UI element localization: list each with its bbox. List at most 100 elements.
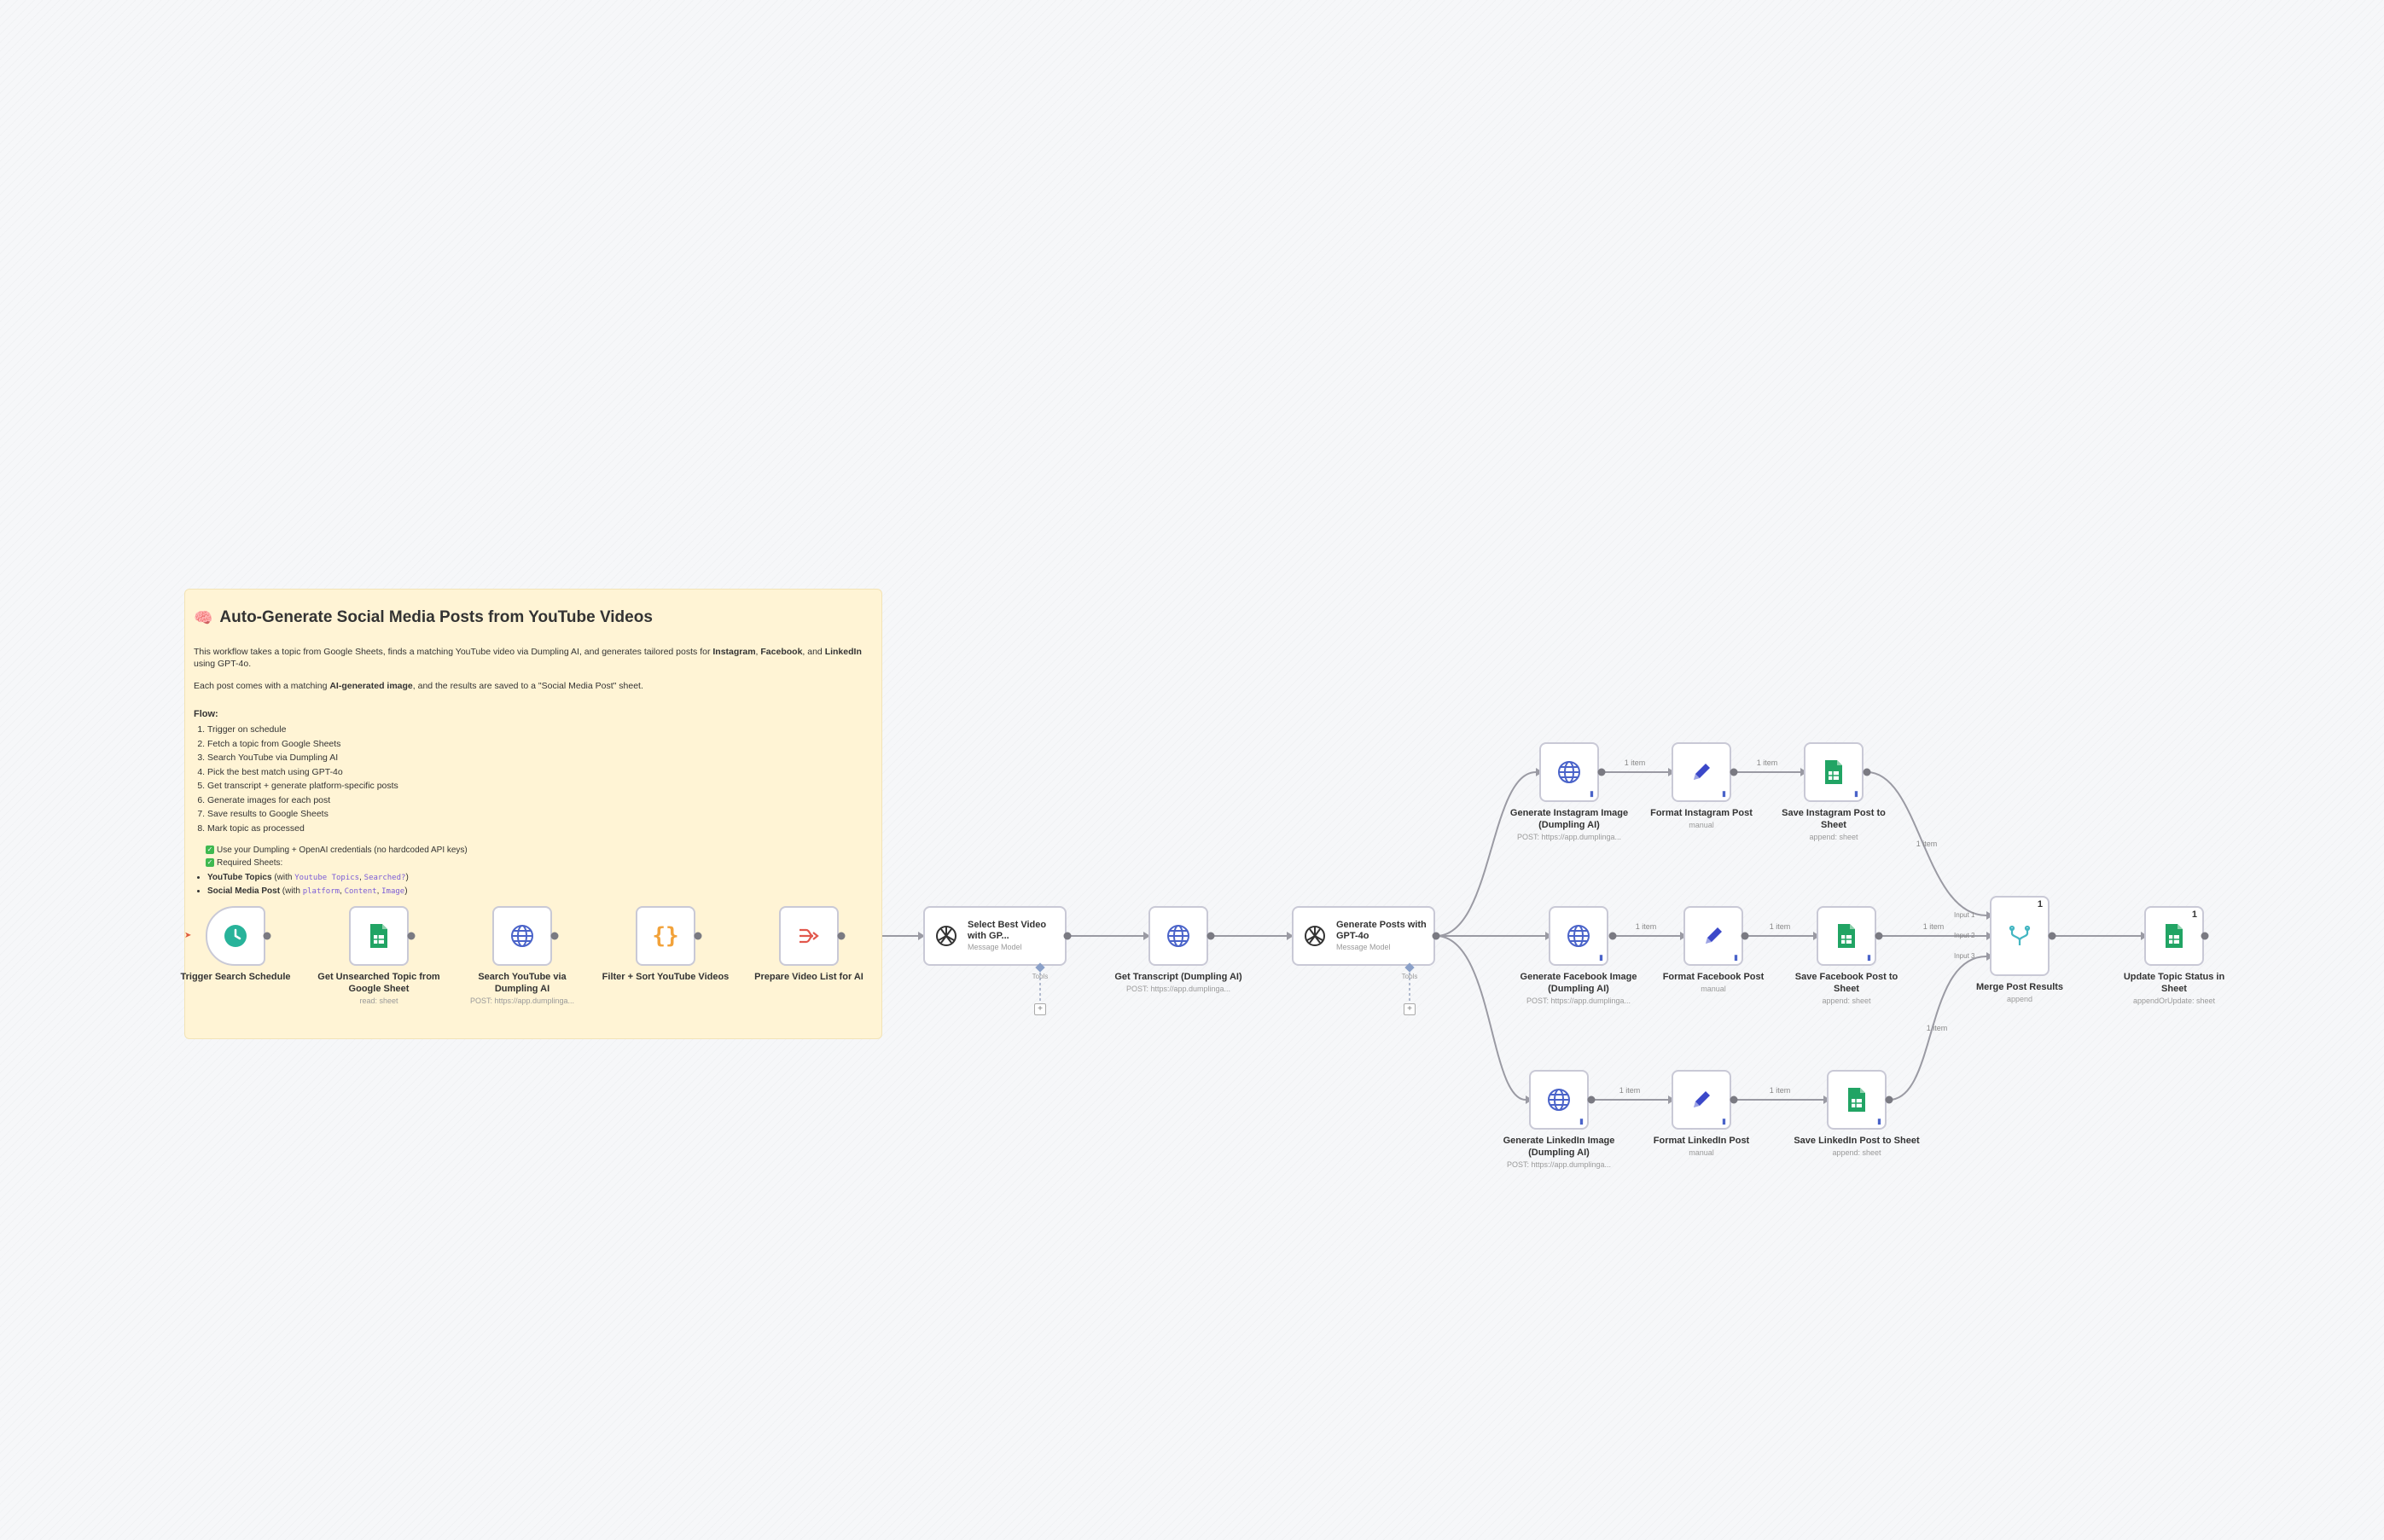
google-sheets-icon (1842, 1085, 1871, 1114)
input-label: Input 2 (1954, 932, 1975, 939)
node-label: Prepare Video List for AI (754, 972, 863, 982)
flow-step: Save results to Google Sheets (207, 807, 871, 822)
flow-heading: Flow: (194, 709, 218, 719)
add-tool-button[interactable]: + (1404, 1003, 1416, 1015)
node-format-instagram-post[interactable]: ▮ (1672, 742, 1731, 802)
node-label: Update Topic Status in Sheet appendOrUpd… (2123, 972, 2225, 1005)
node-label: Trigger Search Schedule (180, 972, 291, 982)
node-label: Generate LinkedIn Image (Dumpling AI) PO… (1503, 1136, 1615, 1169)
sheet-item: Social Media Post (with platform, Conten… (207, 885, 871, 898)
checklist-item: ✓Use your Dumpling + OpenAI credentials … (206, 846, 468, 855)
edge-item-label: 1 item (1624, 758, 1646, 767)
checklist-item: ✓Required Sheets: (206, 858, 283, 868)
node-select-best-video[interactable]: Select Best Video with GP... Message Mod… (923, 906, 1067, 966)
output-port[interactable] (1063, 932, 1072, 940)
output-port[interactable] (1608, 932, 1617, 940)
sheet-item: YouTube Topics (with Youtube Topics, Sea… (207, 871, 871, 885)
output-port[interactable] (1875, 932, 1883, 940)
output-port[interactable] (2048, 932, 2056, 940)
google-sheets-icon (364, 921, 393, 950)
output-port[interactable] (1597, 768, 1606, 776)
node-label: Format Instagram Post manual (1650, 808, 1753, 829)
node-generate-facebook-image[interactable]: ▮ (1549, 906, 1608, 966)
pin-icon: ▮ (1734, 953, 1738, 962)
tools-label: Tools (1032, 973, 1049, 980)
node-label: Get Unsearched Topic from Google Sheet r… (317, 972, 440, 1005)
flow-step: Get transcript + generate platform-speci… (207, 779, 871, 793)
node-generate-instagram-image[interactable]: ▮ (1539, 742, 1599, 802)
output-port[interactable] (1432, 932, 1440, 940)
pencil-icon (1687, 758, 1716, 787)
node-get-unsearched-topic[interactable] (349, 906, 409, 966)
node-label: Filter + Sort YouTube Videos (602, 972, 730, 982)
node-label: Format LinkedIn Post manual (1653, 1136, 1750, 1157)
edge-item-label: 1 item (1916, 840, 1938, 848)
node-update-topic-status[interactable]: 1 (2144, 906, 2204, 966)
node-format-linkedin-post[interactable]: ▮ (1672, 1070, 1731, 1130)
node-filter-sort-videos[interactable]: {} (636, 906, 695, 966)
pin-icon: ▮ (1579, 1117, 1584, 1125)
node-get-transcript[interactable] (1148, 906, 1208, 966)
output-port[interactable] (837, 932, 846, 940)
pin-icon: ▮ (1599, 953, 1603, 962)
node-prepare-video-list[interactable] (779, 906, 839, 966)
node-label: Save LinkedIn Post to Sheet append: shee… (1794, 1136, 1920, 1157)
start-indicator-icon: ➤ (184, 931, 192, 940)
sticky-title: 🧠 Auto-Generate Social Media Posts from … (194, 608, 653, 626)
input-label: Input 3 (1954, 952, 1975, 960)
output-port[interactable] (1207, 932, 1215, 940)
connection (1435, 771, 1537, 937)
flow-step: Mark topic as processed (207, 822, 871, 836)
merge-icon (2005, 921, 2034, 950)
checkbox-icon: ✓ (206, 846, 214, 855)
pin-icon: ▮ (1877, 1117, 1881, 1125)
node-save-instagram-post[interactable]: ▮ (1804, 742, 1864, 802)
node-generate-posts[interactable]: Generate Posts with GPT-4o Message Model (1292, 906, 1435, 966)
edge-item-label: 1 item (1922, 922, 1945, 931)
sheets-list: YouTube Topics (with Youtube Topics, Sea… (194, 871, 871, 898)
node-search-youtube[interactable] (492, 906, 552, 966)
flow-step: Fetch a topic from Google Sheets (207, 737, 871, 752)
edge-item-label: 1 item (1619, 1086, 1641, 1095)
output-port[interactable] (1863, 768, 1871, 776)
output-port[interactable] (1885, 1095, 1893, 1104)
edge-item-label: 1 item (1756, 758, 1778, 767)
output-port[interactable] (694, 932, 702, 940)
brain-icon: 🧠 (194, 608, 213, 626)
aggregate-icon (794, 921, 823, 950)
node-generate-linkedin-image[interactable]: ▮ (1529, 1070, 1589, 1130)
flow-step: Trigger on schedule (207, 723, 871, 737)
output-port[interactable] (550, 932, 559, 940)
output-port[interactable] (1730, 1095, 1738, 1104)
pin-icon: ▮ (1722, 1117, 1726, 1125)
output-port[interactable] (1741, 932, 1749, 940)
openai-icon (1302, 921, 1328, 950)
google-sheets-icon (2160, 921, 2189, 950)
pin-icon: ▮ (1854, 789, 1858, 798)
node-save-linkedin-post[interactable]: ▮ (1827, 1070, 1887, 1130)
node-label: Generate Facebook Image (Dumpling AI) PO… (1520, 972, 1637, 1005)
globe-icon (1555, 758, 1584, 787)
flow-step: Generate images for each post (207, 793, 871, 808)
output-port[interactable] (2201, 932, 2209, 940)
node-merge-post-results[interactable]: 1 (1990, 896, 2050, 976)
node-trigger-search-schedule[interactable] (206, 906, 265, 966)
google-sheets-icon (1832, 921, 1861, 950)
globe-icon (1564, 921, 1593, 950)
node-save-facebook-post[interactable]: ▮ (1817, 906, 1876, 966)
node-label: Merge Post Results append (1975, 982, 2064, 1003)
sticky-intro: This workflow takes a topic from Google … (194, 647, 862, 669)
google-sheets-icon (1819, 758, 1848, 787)
output-port[interactable] (407, 932, 416, 940)
output-port[interactable] (263, 932, 271, 940)
clock-icon (221, 921, 250, 950)
pin-icon: ▮ (1867, 953, 1871, 962)
output-port[interactable] (1587, 1095, 1596, 1104)
add-tool-button[interactable]: + (1034, 1003, 1046, 1015)
tools-label: Tools (1401, 973, 1418, 980)
output-port[interactable] (1730, 768, 1738, 776)
node-format-facebook-post[interactable]: ▮ (1683, 906, 1743, 966)
connection (1435, 935, 1526, 1101)
globe-icon (1164, 921, 1193, 950)
